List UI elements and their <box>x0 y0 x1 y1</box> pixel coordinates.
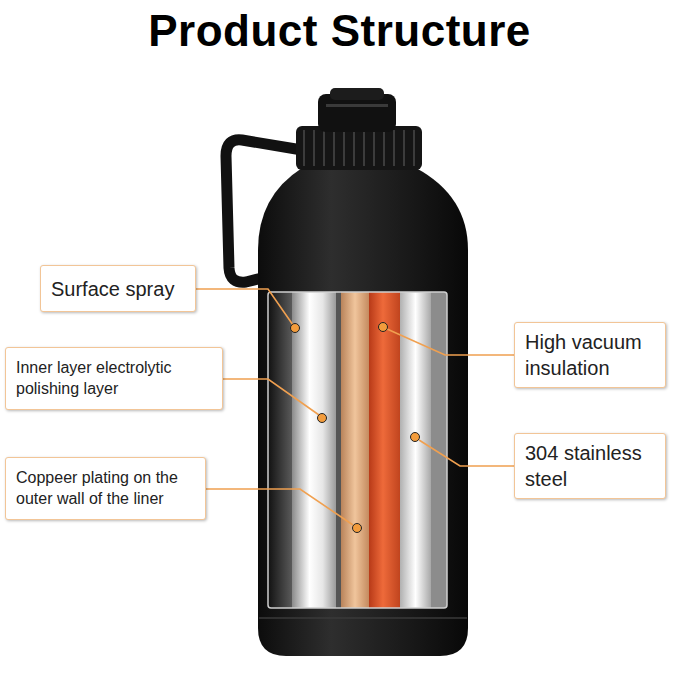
diagram-title: Product Structure <box>0 6 679 56</box>
callout-label: Coppeer plating on the outer wall of the… <box>16 468 195 510</box>
bottle-body <box>258 168 468 656</box>
callout-box: High vacuum insulation <box>514 322 666 388</box>
collar <box>296 126 422 170</box>
callout-box: Surface spray <box>40 265 196 312</box>
copper-layer <box>341 292 369 608</box>
leader-dot <box>353 524 362 533</box>
callout-label: High vacuum insulation <box>525 329 655 381</box>
leader-dots <box>291 323 420 533</box>
callout-box: Inner layer electrolytic polishing layer <box>5 347 223 410</box>
cap-shine <box>326 104 388 107</box>
steel-layer <box>400 292 431 608</box>
outer-dark-layer <box>268 292 292 608</box>
leader-dot <box>291 324 300 333</box>
leader-dot <box>318 414 327 423</box>
callout-label: Inner layer electrolytic polishing layer <box>16 358 212 400</box>
bottle <box>226 88 468 656</box>
callout-box: Coppeer plating on the outer wall of the… <box>5 457 206 520</box>
cutaway-frame <box>268 292 447 608</box>
leader-lines <box>196 289 514 525</box>
vacuum-layer <box>369 292 400 608</box>
gap-line <box>336 292 341 608</box>
leader-line <box>223 379 319 415</box>
bottom-band-line <box>259 617 467 619</box>
cap-top <box>330 88 384 100</box>
callout-label: 304 stainless steel <box>525 440 655 492</box>
leader-line <box>206 489 353 525</box>
silver-layer <box>292 292 336 608</box>
cutaway-layers <box>268 292 447 608</box>
leader-line <box>419 440 514 466</box>
callout-box: 304 stainless steel <box>514 433 666 499</box>
leader-dot <box>379 323 388 332</box>
leader-line <box>387 329 514 355</box>
leader-dot <box>411 433 420 442</box>
leader-line <box>196 289 293 325</box>
collar-ridges <box>304 130 414 166</box>
callout-label: Surface spray <box>51 276 174 302</box>
